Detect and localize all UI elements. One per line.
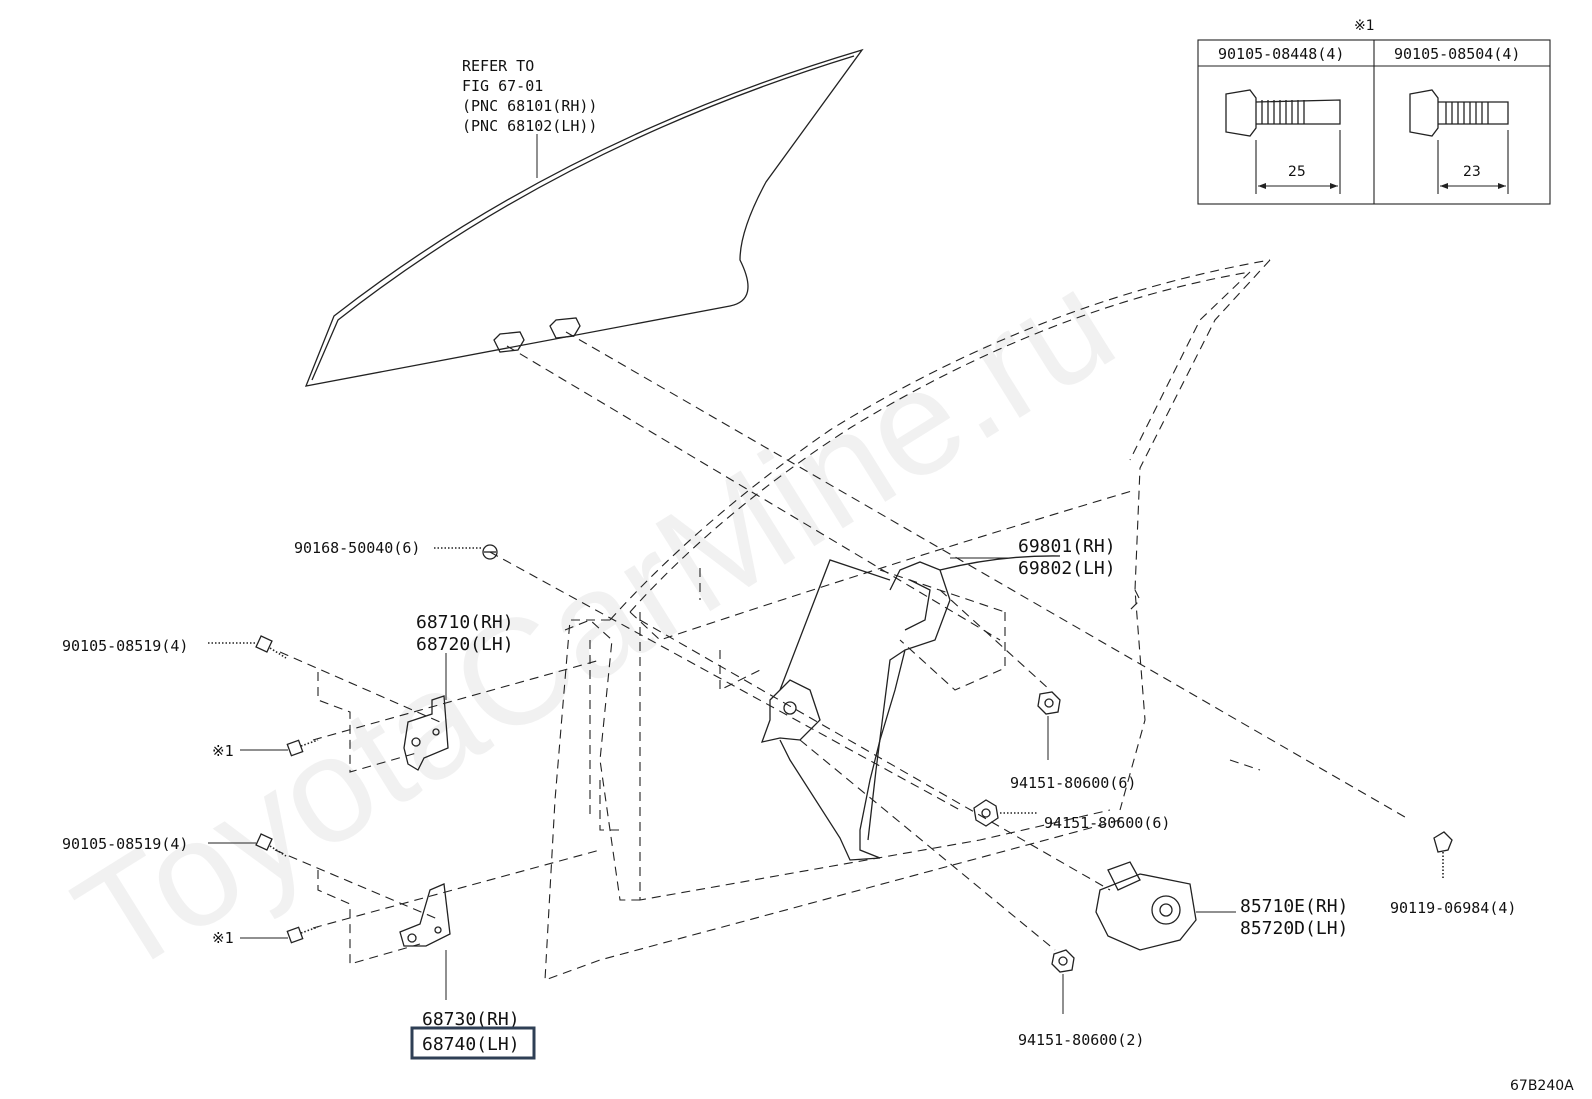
bolt-reference-table: ※1 90105-08448(4) 90105-08504(4) 25 [1197,18,1551,205]
regulator-motor [1095,861,1197,951]
label-hinge-lower-lh: 68740(LH) [422,1034,520,1055]
table-col-2-part: 90105-08504(4) [1394,45,1520,63]
nut-right-icon [1037,691,1061,715]
label-regulator-lh: 69802(LH) [1018,558,1116,579]
table-col-1-part: 90105-08448(4) [1218,45,1344,63]
hinge-bracket-boxes [317,672,421,965]
nut-bottom-icon [1051,949,1075,973]
label-nut-mid: 94151-80600(6) [1044,814,1170,832]
svg-text:FIG 67-01: FIG 67-01 [462,77,543,95]
label-hinge-upper-lh: 68720(LH) [416,634,514,655]
label-nut-right: 94151-80600(6) [1010,774,1136,792]
label-nut-bottom: 94151-80600(2) [1018,1031,1144,1049]
window-regulator [760,555,1061,861]
label-screw-90168: 90168-50040(6) [294,539,420,557]
nut-mid-icon [973,799,999,827]
door-glass [304,48,864,387]
svg-text:(PNC 68102(LH)): (PNC 68102(LH)) [462,117,597,135]
screw-90168-icon [482,544,498,560]
label-motor-lh: 85720D(LH) [1240,918,1348,939]
bolt-25-length: 25 [1288,164,1306,180]
label-bolt-90105-upper: 90105-08519(4) [62,637,188,655]
upper-hinge [403,695,449,771]
hinge-bolt-upper-mark1-icon [286,739,319,757]
bolt-23-length: 23 [1463,164,1481,180]
glass-note: REFER TO FIG 67-01 (PNC 68101(RH)) (PNC … [462,57,597,135]
bolt-25-icon [1225,89,1341,137]
label-motor-rh: 85710E(RH) [1240,896,1348,917]
door-panel-outline [544,259,1271,981]
hinge-bolt-lower-mark1-icon [286,926,319,944]
label-bolt-90119: 90119-06984(4) [1390,899,1516,917]
label-hinge-upper-rh: 68710(RH) [416,612,514,633]
figure-code: 67B240A [1510,1078,1574,1094]
highlight-box [410,1026,536,1060]
svg-text:(PNC 68101(RH)): (PNC 68101(RH)) [462,97,597,115]
hinge-bolt-lower-icon [255,833,287,857]
label-regulator-rh: 69801(RH) [1018,536,1116,557]
svg-text:REFER TO: REFER TO [462,57,534,75]
watermark: ToyotaCarMine.ru [48,237,1141,1007]
label-mark-lower: ※1 [212,929,234,947]
label-bolt-90105-lower: 90105-08519(4) [62,835,188,853]
label-hinge-lower-rh: 68730(RH) [422,1009,520,1030]
label-mark-upper: ※1 [212,742,234,760]
table-mark: ※1 [1354,18,1375,34]
hinge-bolt-upper-icon [255,635,287,659]
bolt-90119-icon [1433,831,1453,880]
assembly-lines [274,331,1411,951]
bolt-23-icon [1409,89,1509,137]
lower-hinge [399,883,451,947]
